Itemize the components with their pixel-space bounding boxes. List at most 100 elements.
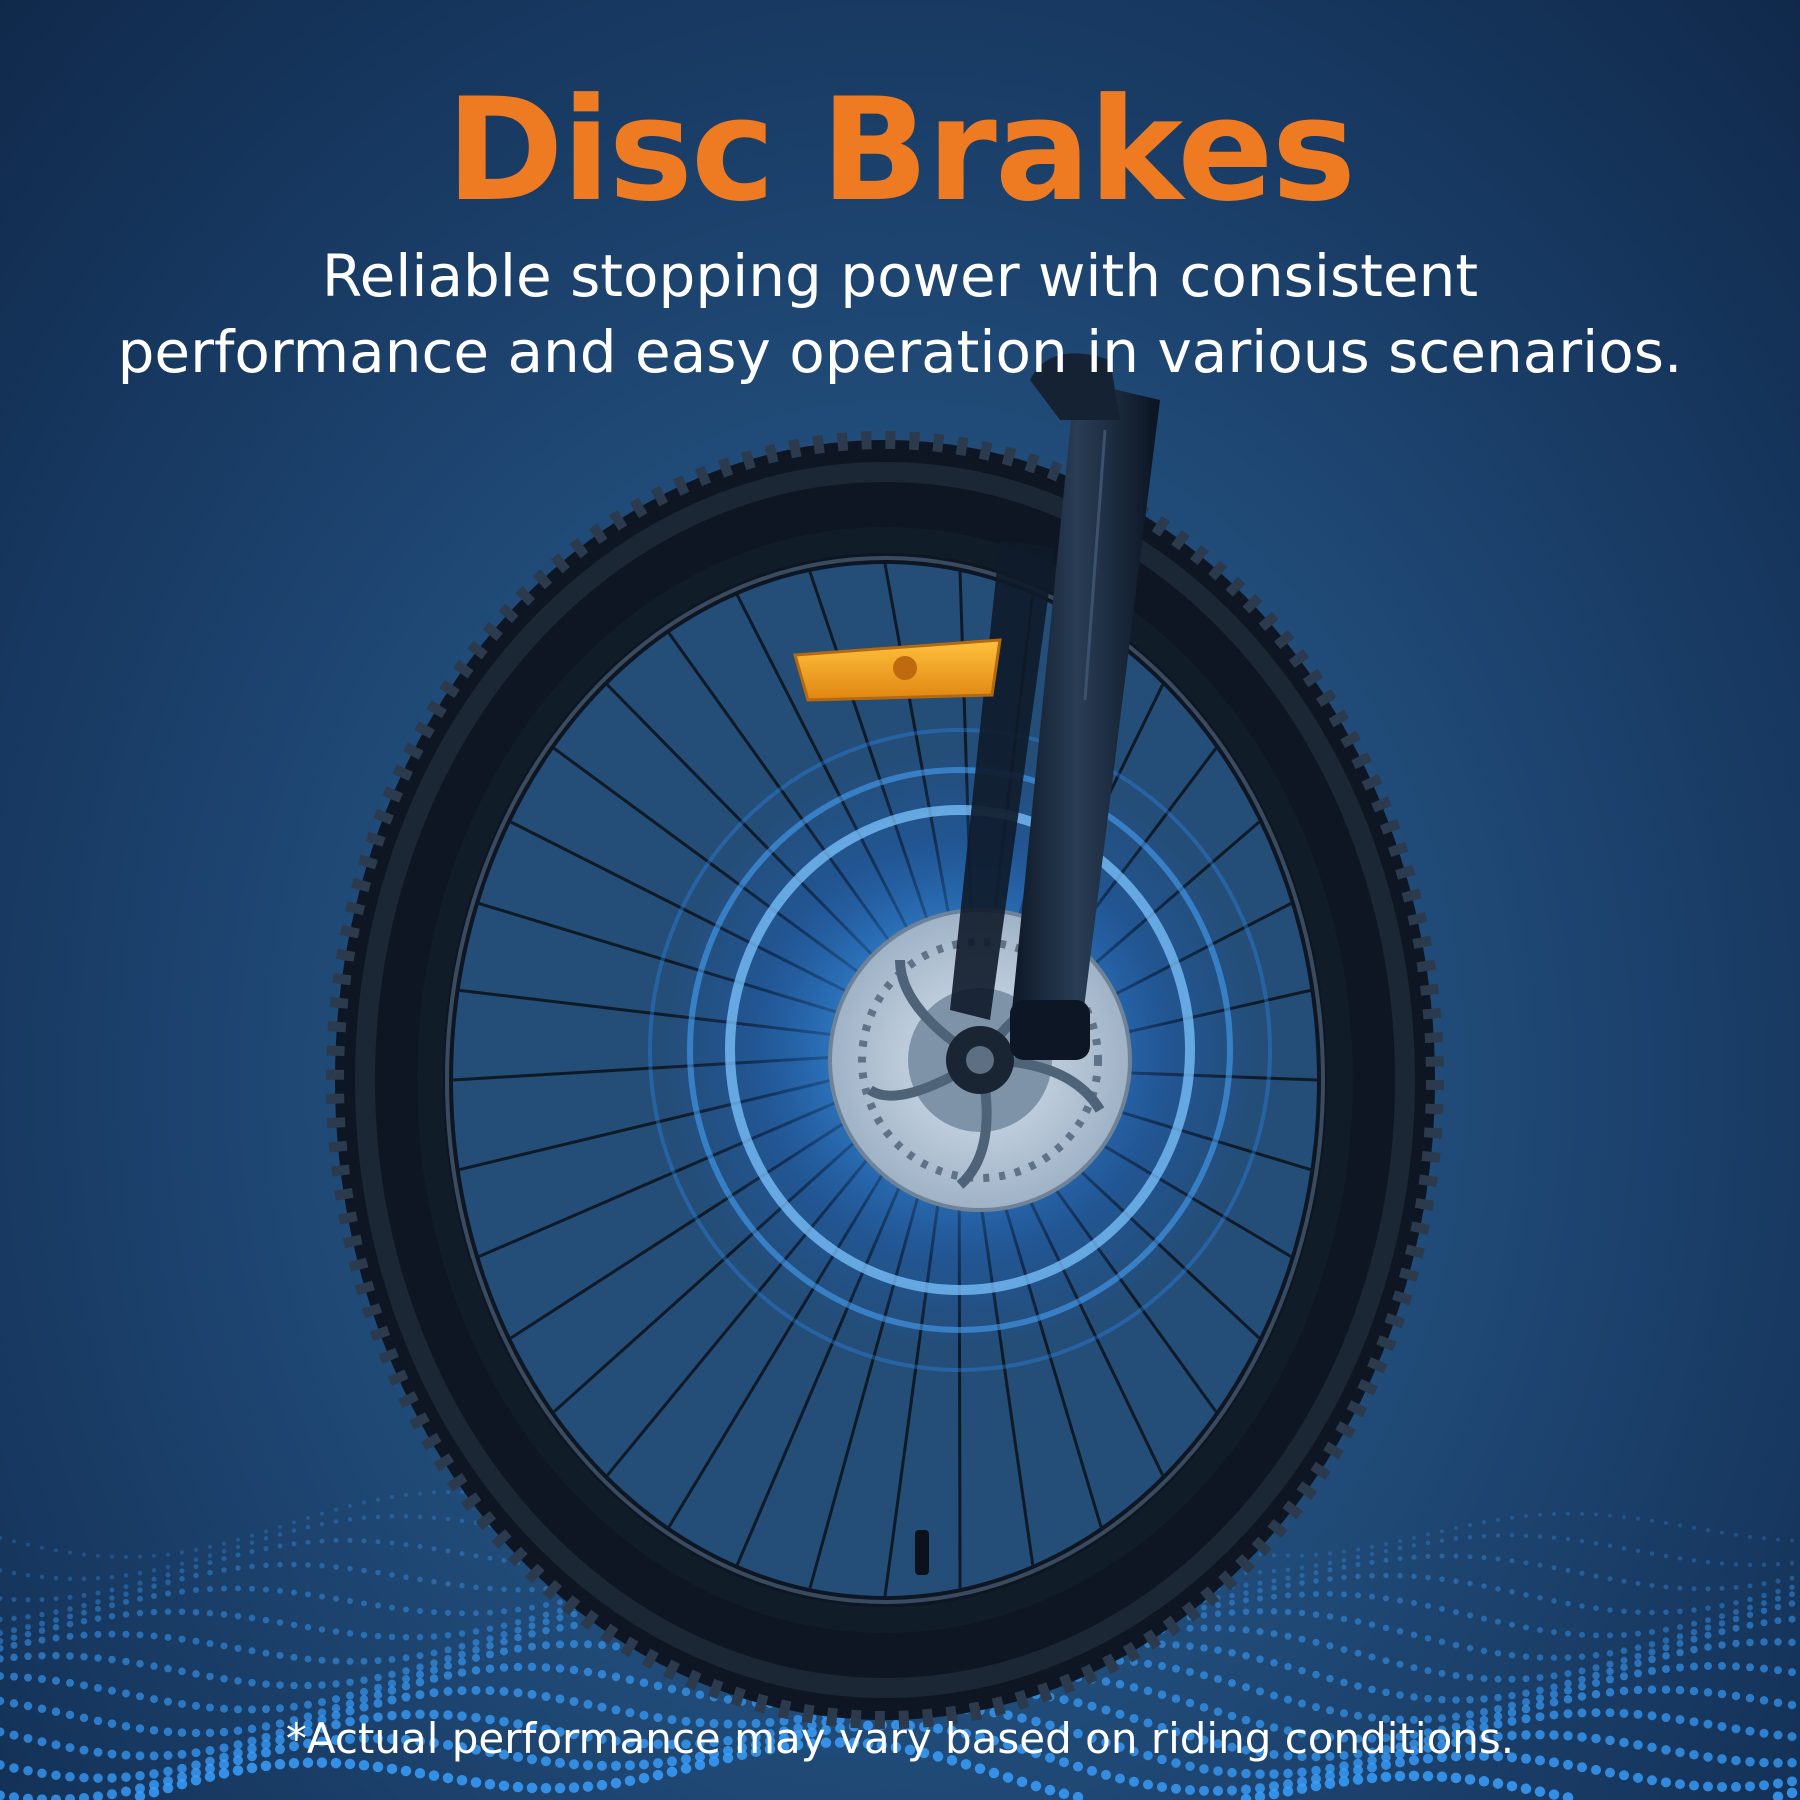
floor-dot <box>1551 1598 1557 1604</box>
floor-dot <box>319 1563 325 1569</box>
floor-dot <box>1705 1605 1711 1611</box>
floor-dot <box>179 1561 185 1566</box>
floor-dot <box>1620 1663 1628 1672</box>
floor-dot <box>290 1621 298 1629</box>
floor-dot <box>401 1681 411 1691</box>
floor-dot <box>1662 1652 1670 1660</box>
floor-dot <box>1299 1580 1305 1586</box>
floor-dot <box>1538 1512 1542 1517</box>
floor-dot <box>1677 1585 1683 1591</box>
floor-dot <box>1691 1586 1697 1592</box>
floor-dot <box>1718 1641 1726 1649</box>
floor-dot <box>107 1719 117 1728</box>
floor-dot <box>1271 1578 1277 1584</box>
floor-dot <box>1607 1632 1613 1639</box>
floor-dot <box>445 1548 451 1554</box>
floor-dot <box>1285 1592 1291 1599</box>
floor-dot <box>1564 1670 1572 1678</box>
floor-dot <box>1186 1624 1194 1632</box>
floor-dot <box>457 1668 467 1677</box>
floor-dot <box>39 1611 45 1618</box>
floor-dot <box>165 1572 171 1578</box>
floor-dot <box>417 1544 423 1550</box>
floor-dot <box>1129 1683 1139 1692</box>
floor-dot <box>1395 1742 1405 1752</box>
floor-dot <box>96 1553 100 1558</box>
floor-dot <box>290 1702 298 1711</box>
floor-dot <box>1551 1629 1557 1636</box>
floor-dot <box>1423 1743 1433 1753</box>
floor-dot <box>1298 1635 1306 1643</box>
floor-dot <box>1172 1664 1180 1673</box>
floor-dot <box>318 1626 326 1633</box>
floor-dot <box>150 1695 158 1704</box>
floor-dot <box>1677 1556 1683 1561</box>
floor-dot <box>1186 1667 1194 1676</box>
floor-dot <box>262 1705 270 1714</box>
floor-dot <box>1675 1685 1685 1695</box>
floor-dot <box>1649 1609 1655 1616</box>
floor-dot <box>79 1792 89 1800</box>
floor-dot <box>1606 1649 1614 1657</box>
floor-dot <box>93 1773 103 1783</box>
floor-dot <box>359 1695 369 1704</box>
floor-dot <box>1578 1667 1586 1675</box>
floor-dot <box>1312 1670 1320 1679</box>
floor-dot <box>121 1786 131 1797</box>
floor-dot <box>583 1760 593 1771</box>
floor-dot <box>1661 1685 1671 1694</box>
floor-dot <box>1579 1538 1585 1544</box>
floor-dot <box>1451 1722 1461 1732</box>
floor-dot <box>1536 1654 1544 1661</box>
floor-dot <box>430 1666 438 1675</box>
floor-dot <box>1706 1528 1710 1533</box>
floor-dot <box>332 1695 340 1704</box>
floor-dot <box>1760 1619 1768 1627</box>
floor-dot <box>1044 1784 1056 1796</box>
floor-dot <box>1367 1747 1377 1757</box>
floor-dot <box>1466 1673 1474 1681</box>
floor-dot <box>528 1622 536 1630</box>
floor-dot <box>404 1492 408 1497</box>
floor-dot <box>66 1632 74 1640</box>
floor-dot <box>1536 1686 1544 1695</box>
floor-dot <box>305 1562 311 1568</box>
floor-dot <box>1523 1533 1529 1538</box>
floor-dot <box>1492 1778 1504 1789</box>
floor-dot <box>1494 1704 1502 1713</box>
floor-dot <box>1495 1533 1501 1538</box>
floor-dot <box>304 1681 312 1690</box>
floor-dot <box>176 1778 188 1790</box>
floor-dot <box>1565 1568 1571 1574</box>
floor-dot <box>304 1700 312 1709</box>
floor-dot <box>331 1719 341 1730</box>
floor-dot <box>1690 1628 1698 1636</box>
floor-dot <box>625 1737 635 1748</box>
floor-dot <box>1450 1772 1462 1784</box>
floor-dot <box>107 1789 117 1800</box>
floor-dot <box>639 1759 649 1770</box>
floor-dot <box>1257 1569 1263 1575</box>
floor-dot <box>1381 1745 1391 1755</box>
floor-dot <box>695 1738 705 1749</box>
floor-dot <box>79 1745 89 1755</box>
floor-dot <box>1325 1763 1335 1774</box>
floor-dot <box>177 1728 187 1737</box>
floor-dot <box>862 1738 874 1750</box>
floor-dot <box>472 1646 480 1654</box>
floor-dot <box>1592 1651 1600 1659</box>
floor-dot <box>206 1639 214 1647</box>
floor-dot <box>345 1733 355 1744</box>
floor-dot <box>1593 1605 1599 1611</box>
floor-dot <box>428 1770 440 1781</box>
floor-dot <box>416 1633 424 1641</box>
floor-dot <box>1507 1730 1517 1741</box>
floor-dot <box>709 1737 719 1748</box>
floor-dot <box>52 1624 60 1631</box>
floor-dot <box>695 1690 705 1699</box>
floor-dot <box>1720 1530 1724 1535</box>
floor-dot <box>334 1507 338 1512</box>
floor-dot <box>570 1621 578 1630</box>
floor-dot <box>891 1720 901 1731</box>
